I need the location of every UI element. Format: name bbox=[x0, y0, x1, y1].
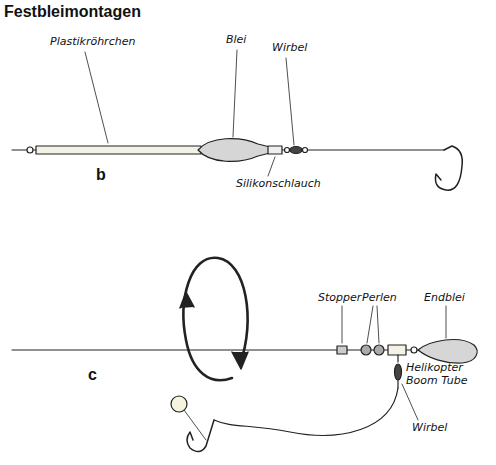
part-label: Wirbel bbox=[272, 42, 307, 55]
leader-line bbox=[286, 58, 294, 145]
stopper bbox=[337, 346, 347, 354]
boom-tube bbox=[388, 345, 406, 355]
leader-line bbox=[268, 157, 275, 176]
loop-arrow bbox=[180, 258, 248, 380]
leader-line bbox=[377, 306, 379, 343]
bead bbox=[361, 345, 371, 355]
end-weight bbox=[418, 340, 477, 364]
knot bbox=[27, 147, 33, 153]
figure-letter: c bbox=[88, 366, 97, 384]
swivel bbox=[285, 147, 308, 154]
part-label: Helikopter Boom Tube bbox=[406, 362, 476, 387]
title: Festbleimontagen bbox=[4, 3, 141, 21]
lead-weight bbox=[198, 139, 270, 162]
bead bbox=[374, 345, 384, 355]
hook bbox=[187, 420, 214, 452]
leader-line bbox=[233, 50, 237, 137]
ring bbox=[411, 347, 417, 353]
figure-letter: b bbox=[96, 166, 106, 184]
leader-line bbox=[85, 52, 108, 143]
silicone-tube bbox=[268, 146, 282, 154]
hook-length bbox=[214, 388, 398, 435]
swivel bbox=[395, 355, 402, 388]
part-label: Plastikröhrchen bbox=[50, 36, 135, 49]
plastic-tube bbox=[36, 146, 201, 154]
part-label: Perlen bbox=[362, 292, 397, 305]
main-line bbox=[12, 349, 420, 350]
leader-line bbox=[342, 306, 343, 343]
hair bbox=[184, 410, 206, 440]
bait-ball bbox=[171, 396, 187, 412]
hook bbox=[435, 146, 462, 190]
part-label: Stopper bbox=[318, 292, 361, 305]
part-label: Silikonschlauch bbox=[236, 178, 321, 191]
part-label: Blei bbox=[226, 34, 246, 47]
leader-line bbox=[367, 306, 373, 343]
part-label: Wirbel bbox=[412, 422, 447, 435]
leader-line bbox=[402, 384, 418, 420]
leader-line bbox=[446, 306, 447, 338]
part-label: Endblei bbox=[424, 292, 465, 305]
